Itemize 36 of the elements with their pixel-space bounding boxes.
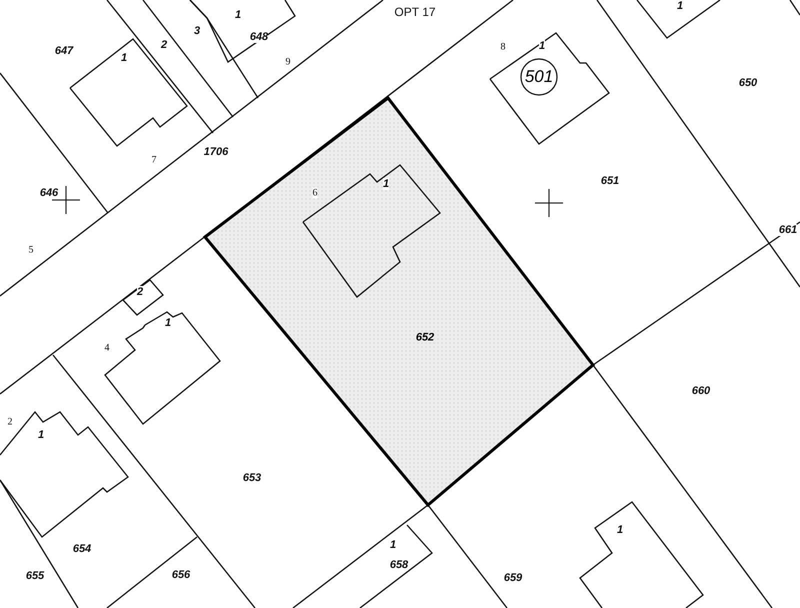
building-number: 1 xyxy=(390,539,396,551)
building-number: 1 xyxy=(676,0,684,12)
parcel-number: 656 xyxy=(172,569,190,581)
building-number: 1 xyxy=(234,9,242,21)
building-number: 1 xyxy=(616,524,624,536)
parcel-number: 658 xyxy=(390,559,408,571)
parcel-number: 653 xyxy=(242,472,262,484)
building-number: 2 xyxy=(136,286,144,298)
building-number: 1 xyxy=(538,40,546,52)
parcel-number: 646 xyxy=(40,187,58,199)
parcel-number: 660 xyxy=(692,385,710,397)
building-number: 3 xyxy=(194,25,200,37)
lot-number: 2 xyxy=(8,416,12,428)
parcel-number: 661 xyxy=(778,224,798,236)
parcel-number: 652 xyxy=(416,332,434,344)
lot-number: 7 xyxy=(152,154,156,166)
building-number: 1 xyxy=(382,178,390,190)
lot-number: 8 xyxy=(500,42,506,52)
parcel-number: 651 xyxy=(600,175,620,187)
parcel-number: 654 xyxy=(72,543,92,555)
parcel-number: 659 xyxy=(504,572,522,584)
street-number: 1706 xyxy=(204,146,228,158)
building-number: 2 xyxy=(160,39,168,51)
lot-number: 6 xyxy=(312,188,318,198)
plan-reference: OPT 17 xyxy=(394,5,436,19)
building-number: 1 xyxy=(164,317,172,329)
parcel-number: 648 xyxy=(250,31,268,43)
building-number: 1 xyxy=(120,52,128,64)
lot-number: 9 xyxy=(286,56,290,68)
parcel-number: 647 xyxy=(54,45,74,57)
lot-number: 5 xyxy=(28,244,34,256)
parcel-number: 650 xyxy=(738,77,758,89)
building-number: 501 xyxy=(524,67,554,87)
parcel-number: 655 xyxy=(26,570,44,582)
lot-number: 4 xyxy=(104,342,110,354)
building-number: 1 xyxy=(38,429,44,441)
